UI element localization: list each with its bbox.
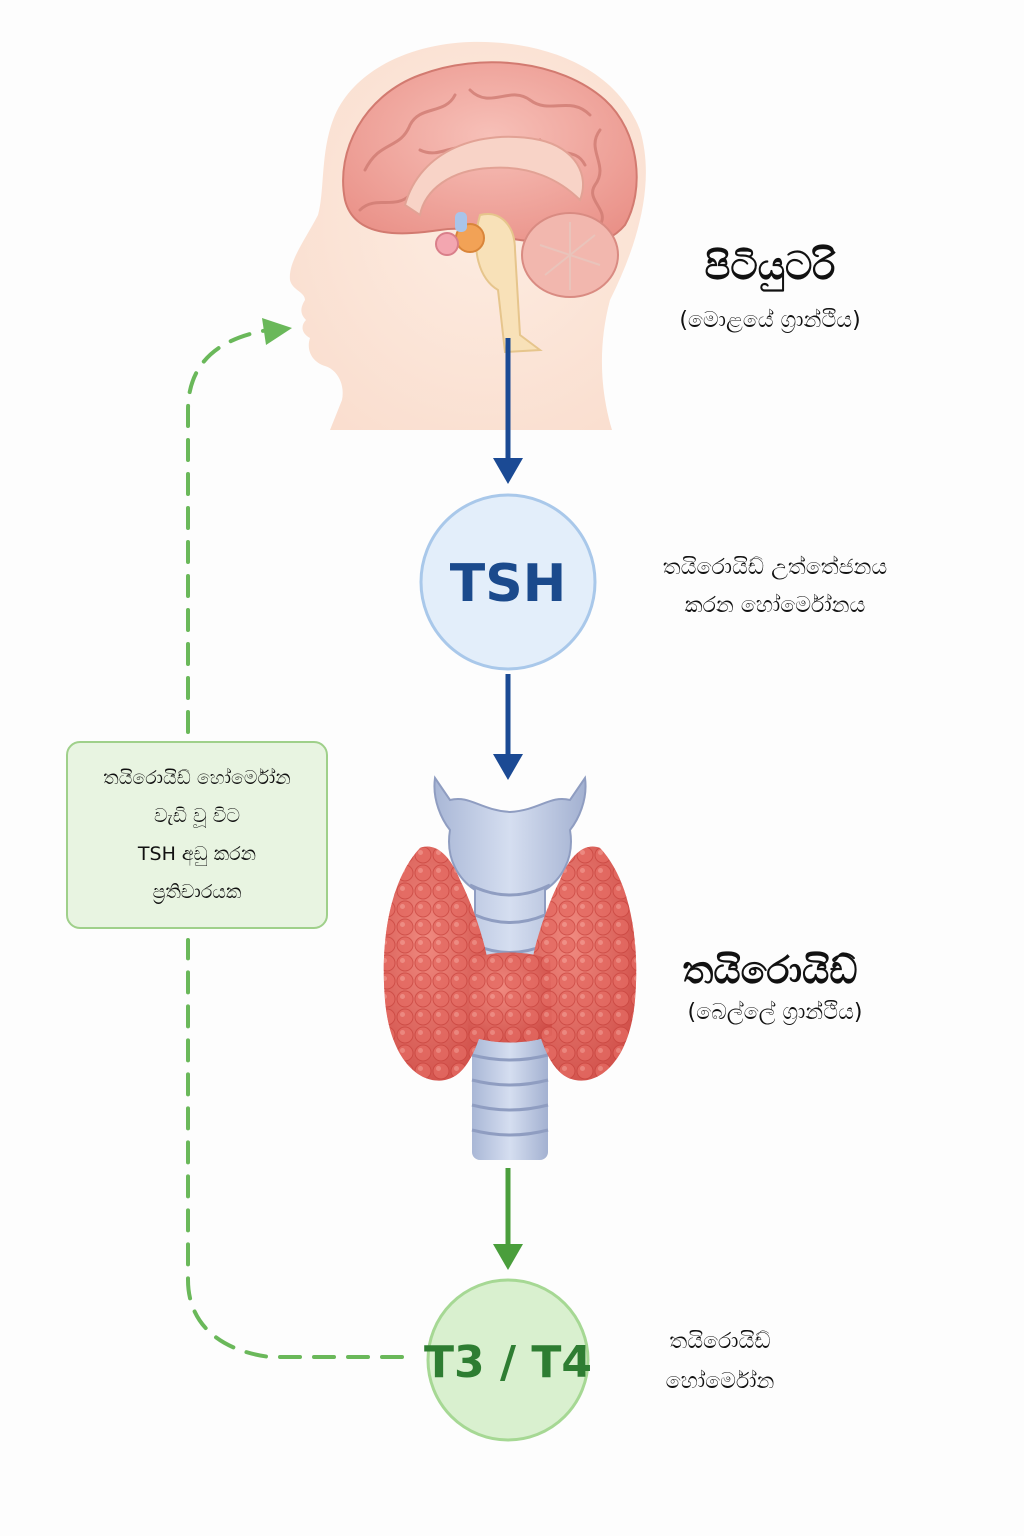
- feedback-line2: වැඩි වූ විට: [153, 805, 241, 827]
- t3t4-label: T3 / T4: [424, 1337, 592, 1388]
- tsh-description-line2: කරන හෝර්මෝනය: [684, 593, 866, 618]
- tsh-label: TSH: [450, 554, 566, 614]
- arrow-tsh-to-thyroid-head: [493, 754, 523, 780]
- feedback-arrow-head: [262, 318, 292, 345]
- feedback-dashed-path: [186, 328, 404, 1359]
- t3t4-description-line2: හෝර්මෝන: [665, 1369, 775, 1394]
- thyroid-illustration: [383, 775, 637, 1160]
- thyroid-subtitle: (බෙල්ලේ ග්‍රාන්ථිය): [687, 1000, 863, 1025]
- tsh-circle: [419, 493, 597, 671]
- feedback-line3: TSH අඩු කරන: [137, 843, 257, 865]
- arrow-thyroid-to-t3t4-head: [493, 1244, 523, 1270]
- pituitary-subtitle: (මොළයේ ග්‍රාන්ථිය): [679, 308, 861, 333]
- t3t4-circle: [426, 1278, 590, 1442]
- tsh-description-line1: තයිරොයිඩ් උත්තේජනය: [662, 555, 888, 580]
- head-brain-illustration: [289, 41, 646, 431]
- arrow-pituitary-to-tsh-head: [493, 458, 523, 484]
- thyroid-title: තයිරොයිඩ්: [682, 948, 858, 992]
- feedback-line4: ප්‍රතිචාරයක: [152, 881, 242, 903]
- t3t4-description-line1: තයිරොයිඩ්: [669, 1329, 771, 1354]
- pituitary-title: පිටියුටරි: [704, 244, 836, 288]
- feedback-box: තයිරොයිඩ් හෝර්මෝන වැඩි වූ විට TSH අඩු කර…: [66, 741, 328, 929]
- feedback-line1: තයිරොයිඩ් හෝර්මෝන: [103, 767, 291, 789]
